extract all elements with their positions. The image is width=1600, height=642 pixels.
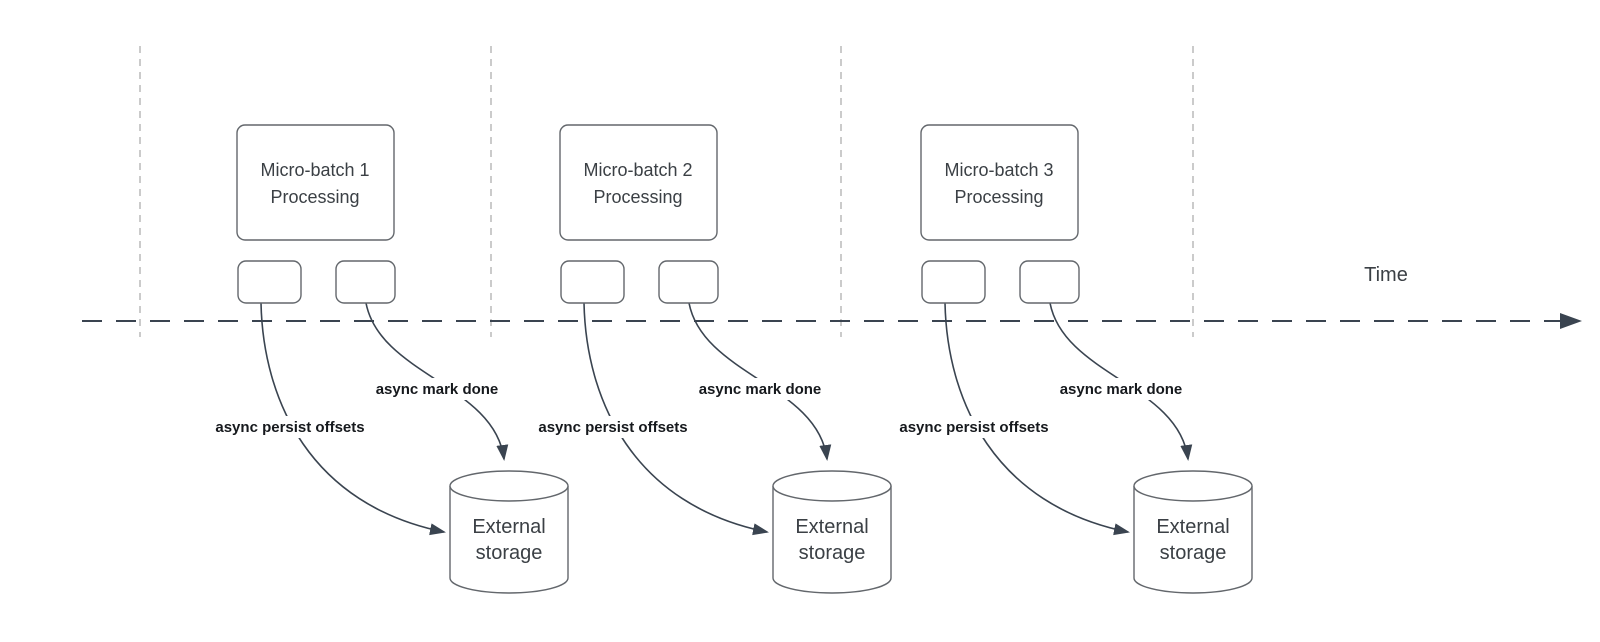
persist-offsets-label-bg bbox=[524, 416, 702, 438]
mark-done-task-box bbox=[1019, 260, 1080, 304]
persist-offsets-label: async persist offsets bbox=[215, 419, 364, 436]
micro-batch-group-1: Micro-batch 1 Processing External storag… bbox=[201, 124, 569, 594]
micro-batch-group-3: Micro-batch 3 Processing External storag… bbox=[885, 124, 1253, 594]
micro-batch-box-title-line1: Micro-batch 1 bbox=[260, 160, 369, 180]
persist-offsets-arrow bbox=[944, 302, 1130, 536]
external-storage-cylinder bbox=[1133, 470, 1253, 594]
mark-done-label: async mark done bbox=[376, 381, 499, 398]
mark-done-label-bg bbox=[1046, 378, 1196, 400]
mark-done-task-box bbox=[658, 260, 719, 304]
mark-done-label-bg bbox=[362, 378, 512, 400]
micro-batch-box-title-line1: Micro-batch 2 bbox=[583, 160, 692, 180]
persist-offsets-task-box bbox=[921, 260, 986, 304]
micro-batch-box bbox=[559, 124, 718, 241]
micro-batch-box-title-line2: Processing bbox=[954, 187, 1043, 207]
time-axis-label: Time bbox=[1364, 264, 1408, 286]
external-storage-label-line1: External bbox=[472, 516, 545, 538]
mark-done-task-box bbox=[335, 260, 396, 304]
persist-offsets-arrow bbox=[260, 302, 446, 536]
external-storage-cylinder bbox=[449, 470, 569, 594]
persist-offsets-label: async persist offsets bbox=[538, 419, 687, 436]
persist-offsets-task-box bbox=[237, 260, 302, 304]
micro-batch-box bbox=[920, 124, 1079, 241]
mark-done-label: async mark done bbox=[699, 381, 822, 398]
external-storage-label-line2: storage bbox=[1160, 542, 1227, 564]
persist-offsets-label: async persist offsets bbox=[899, 419, 1048, 436]
persist-offsets-arrow bbox=[583, 302, 769, 536]
persist-offsets-label-bg bbox=[885, 416, 1063, 438]
micro-batch-group-2: Micro-batch 2 Processing External storag… bbox=[524, 124, 892, 594]
micro-batch-box-title-line1: Micro-batch 3 bbox=[944, 160, 1053, 180]
mark-done-label-bg bbox=[685, 378, 835, 400]
persist-offsets-label-bg bbox=[201, 416, 379, 438]
micro-batch-box-title-line2: Processing bbox=[593, 187, 682, 207]
mark-done-label: async mark done bbox=[1060, 381, 1183, 398]
micro-batch-box-title-line2: Processing bbox=[270, 187, 359, 207]
external-storage-cylinder bbox=[772, 470, 892, 594]
external-storage-label-line2: storage bbox=[476, 542, 543, 564]
persist-offsets-task-box bbox=[560, 260, 625, 304]
micro-batch-box bbox=[236, 124, 395, 241]
external-storage-label-line1: External bbox=[795, 516, 868, 538]
external-storage-label-line1: External bbox=[1156, 516, 1229, 538]
time-axis-arrowhead-icon bbox=[1560, 313, 1582, 329]
external-storage-label-line2: storage bbox=[799, 542, 866, 564]
